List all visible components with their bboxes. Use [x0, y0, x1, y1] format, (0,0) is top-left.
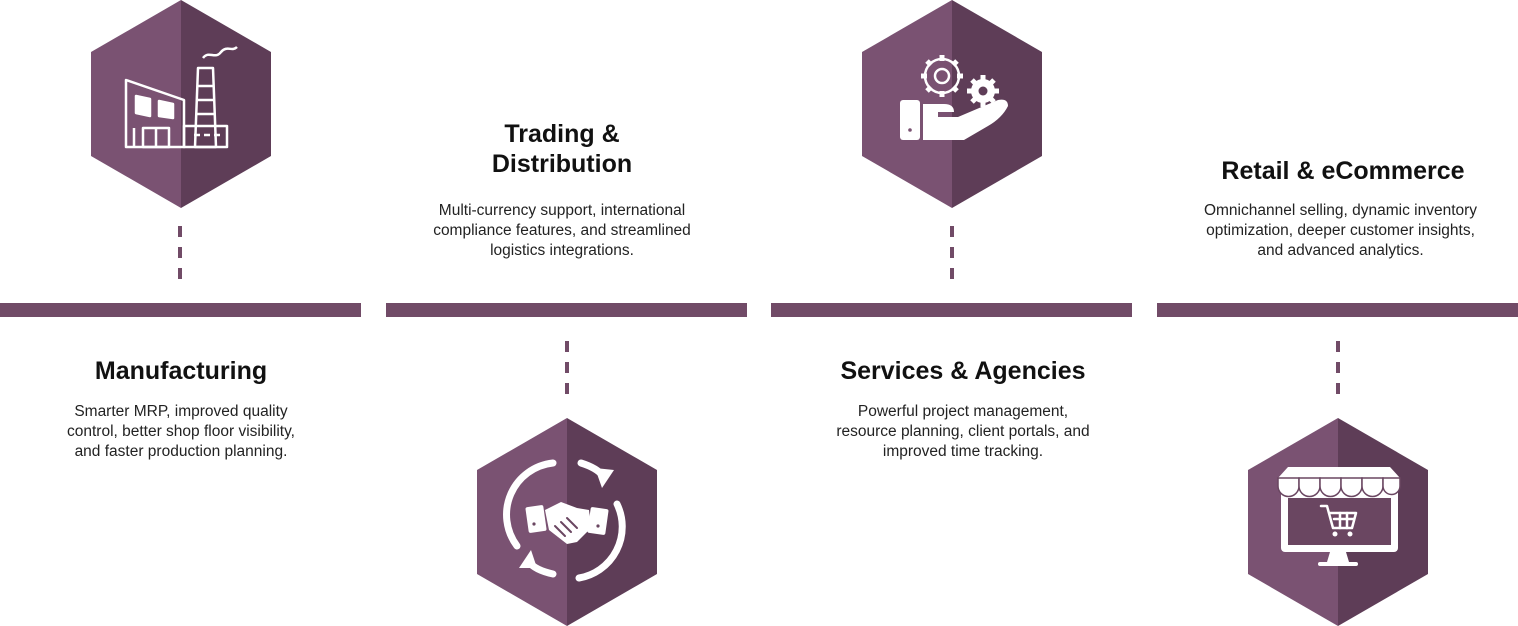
manufacturing-description: Smarter MRP, improved quality control, b… — [16, 402, 346, 462]
manufacturing-description-line-2: control, better shop floor visibility, — [66, 423, 295, 440]
services-description: Powerful project management, resource pl… — [787, 402, 1139, 462]
services-title: Services & Agencies — [840, 357, 1086, 385]
storefront-monitor-icon — [1277, 467, 1401, 566]
retail-description-line-3: and advanced analytics. — [1257, 242, 1424, 259]
retail-description: Omnichannel selling, dynamic inventory o… — [1163, 201, 1518, 261]
trading-title-line-1: Trading & — [504, 120, 620, 148]
manufacturing-description-line-3: and faster production planning. — [74, 443, 288, 460]
connector-manufacturing — [178, 226, 182, 282]
services-description-line-3: improved time tracking. — [882, 443, 1044, 460]
retail-description-line-1: Omnichannel selling, dynamic inventory — [1203, 202, 1478, 219]
services-description-line-2: resource planning, client portals, and — [836, 423, 1090, 440]
timeline-bar-4 — [1157, 303, 1518, 317]
trading-description-line-2: compliance features, and streamlined — [433, 222, 691, 239]
trading-description-line-3: logistics integrations. — [490, 242, 634, 259]
trading-description-line-1: Multi-currency support, international — [438, 202, 686, 219]
trading-hexagon — [477, 418, 657, 626]
services-description-line-1: Powerful project management, — [857, 403, 1069, 420]
connector-trading — [565, 341, 569, 397]
retail-hexagon — [1248, 418, 1428, 626]
timeline-bar-1 — [0, 303, 361, 317]
trading-title-line-2: Distribution — [491, 150, 633, 178]
trading-description: Multi-currency support, international co… — [387, 201, 737, 261]
connector-retail — [1336, 341, 1340, 397]
gears-hand-icon — [900, 55, 1008, 140]
factory-icon — [124, 46, 238, 149]
handshake-cycle-icon — [503, 459, 626, 582]
trading-title: Trading & Distribution — [412, 119, 712, 179]
retail-title: Retail & eCommerce — [1221, 157, 1465, 185]
timeline-bar-3 — [771, 303, 1132, 317]
manufacturing-hexagon — [91, 0, 271, 208]
retail-description-line-2: optimization, deeper customer insights, — [1206, 222, 1475, 239]
manufacturing-title: Manufacturing — [94, 357, 268, 385]
timeline-bar-2 — [386, 303, 747, 317]
connector-services — [950, 226, 954, 282]
manufacturing-description-line-1: Smarter MRP, improved quality — [74, 403, 288, 420]
services-hexagon — [862, 0, 1042, 208]
